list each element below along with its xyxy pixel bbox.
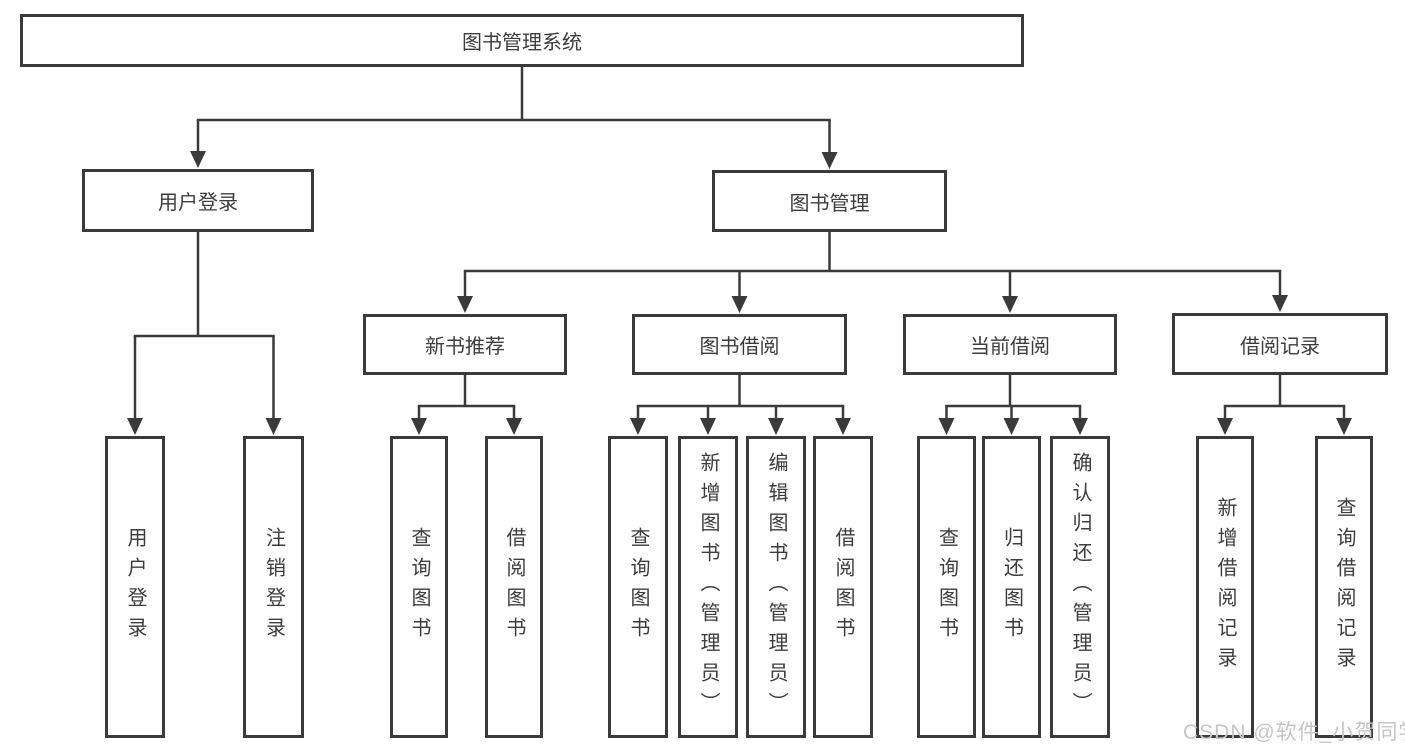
- node-label-leaf-borrow-books-recommend: 借阅图书: [503, 527, 525, 647]
- node-leaf-query-books-borrowing: 查询图书: [608, 436, 668, 738]
- node-label-leaf-logout: 注销登录: [262, 527, 285, 647]
- node-user-login: 用户登录: [82, 169, 314, 232]
- arrowhead-icon: [1336, 418, 1352, 435]
- node-leaf-confirm-return-admin: 确认归还（管理员）: [1050, 436, 1110, 738]
- arrowhead-icon: [265, 418, 282, 435]
- arrowhead-icon: [127, 418, 143, 435]
- arrowhead-icon: [506, 418, 522, 435]
- arrowhead-icon: [1072, 418, 1088, 435]
- node-label-current-borrowing: 当前借阅: [970, 336, 1050, 358]
- arrowhead-icon: [1003, 418, 1020, 435]
- node-leaf-edit-books-admin: 编辑图书（管理员）: [746, 436, 806, 738]
- node-label-leaf-return-books: 归还图书: [1000, 527, 1023, 647]
- arrowhead-icon: [457, 296, 473, 313]
- node-label-root: 图书管理系统: [462, 32, 582, 54]
- node-label-leaf-query-borrow-record: 查询借阅记录: [1333, 497, 1355, 677]
- node-label-leaf-borrow-books-borrowing: 借阅图书: [832, 527, 854, 647]
- node-leaf-query-books-current: 查询图书: [917, 436, 976, 738]
- node-leaf-return-books: 归还图书: [982, 436, 1041, 738]
- node-leaf-add-borrow-record: 新增借阅记录: [1196, 436, 1254, 738]
- node-leaf-user-login: 用户登录: [105, 436, 165, 738]
- node-leaf-logout: 注销登录: [243, 436, 304, 738]
- node-label-book-borrowing: 图书借阅: [699, 336, 780, 358]
- node-book-borrowing: 图书借阅: [632, 314, 847, 375]
- arrowhead-icon: [411, 418, 427, 435]
- node-label-new-book-recommend: 新书推荐: [425, 336, 505, 358]
- arrowhead-icon: [821, 152, 838, 169]
- node-label-leaf-query-books-recommend: 查询图书: [408, 527, 430, 647]
- node-current-borrowing: 当前借阅: [903, 314, 1117, 375]
- arrowhead-icon: [938, 418, 955, 435]
- arrowhead-icon: [1217, 418, 1233, 435]
- node-label-leaf-confirm-return-admin: 确认归还（管理员）: [1069, 452, 1091, 722]
- arrowhead-icon: [768, 418, 784, 435]
- arrowhead-icon: [1272, 295, 1288, 312]
- watermark: CSDN @软件_小贺同学: [1183, 721, 1405, 744]
- arrowhead-icon: [835, 418, 851, 435]
- node-leaf-add-books-admin: 新增图书（管理员）: [678, 436, 738, 738]
- node-label-leaf-query-books-current: 查询图书: [935, 527, 958, 647]
- node-root: 图书管理系统: [20, 14, 1024, 67]
- arrowhead-icon: [190, 151, 206, 168]
- node-label-leaf-add-borrow-record: 新增借阅记录: [1214, 497, 1236, 677]
- node-book-management: 图书管理: [712, 170, 947, 232]
- node-label-borrowing-records: 借阅记录: [1240, 335, 1320, 358]
- node-label-book-management: 图书管理: [789, 192, 870, 215]
- arrowhead-icon: [700, 418, 716, 435]
- node-label-leaf-add-books-admin: 新增图书（管理员）: [697, 452, 719, 722]
- node-new-book-recommend: 新书推荐: [363, 314, 567, 375]
- arrowhead-icon: [630, 418, 646, 435]
- node-leaf-borrow-books-borrowing: 借阅图书: [813, 436, 873, 738]
- node-label-leaf-edit-books-admin: 编辑图书（管理员）: [765, 452, 787, 722]
- arrowhead-icon: [1002, 296, 1018, 313]
- arrowhead-icon: [731, 296, 748, 313]
- node-leaf-query-books-recommend: 查询图书: [390, 436, 448, 738]
- node-label-leaf-user-login: 用户登录: [124, 527, 146, 647]
- node-label-leaf-query-books-borrowing: 查询图书: [627, 527, 649, 647]
- node-leaf-borrow-books-recommend: 借阅图书: [485, 436, 543, 738]
- node-label-user-login: 用户登录: [158, 192, 238, 214]
- node-borrowing-records: 借阅记录: [1172, 313, 1388, 375]
- node-leaf-query-borrow-record: 查询借阅记录: [1315, 436, 1373, 738]
